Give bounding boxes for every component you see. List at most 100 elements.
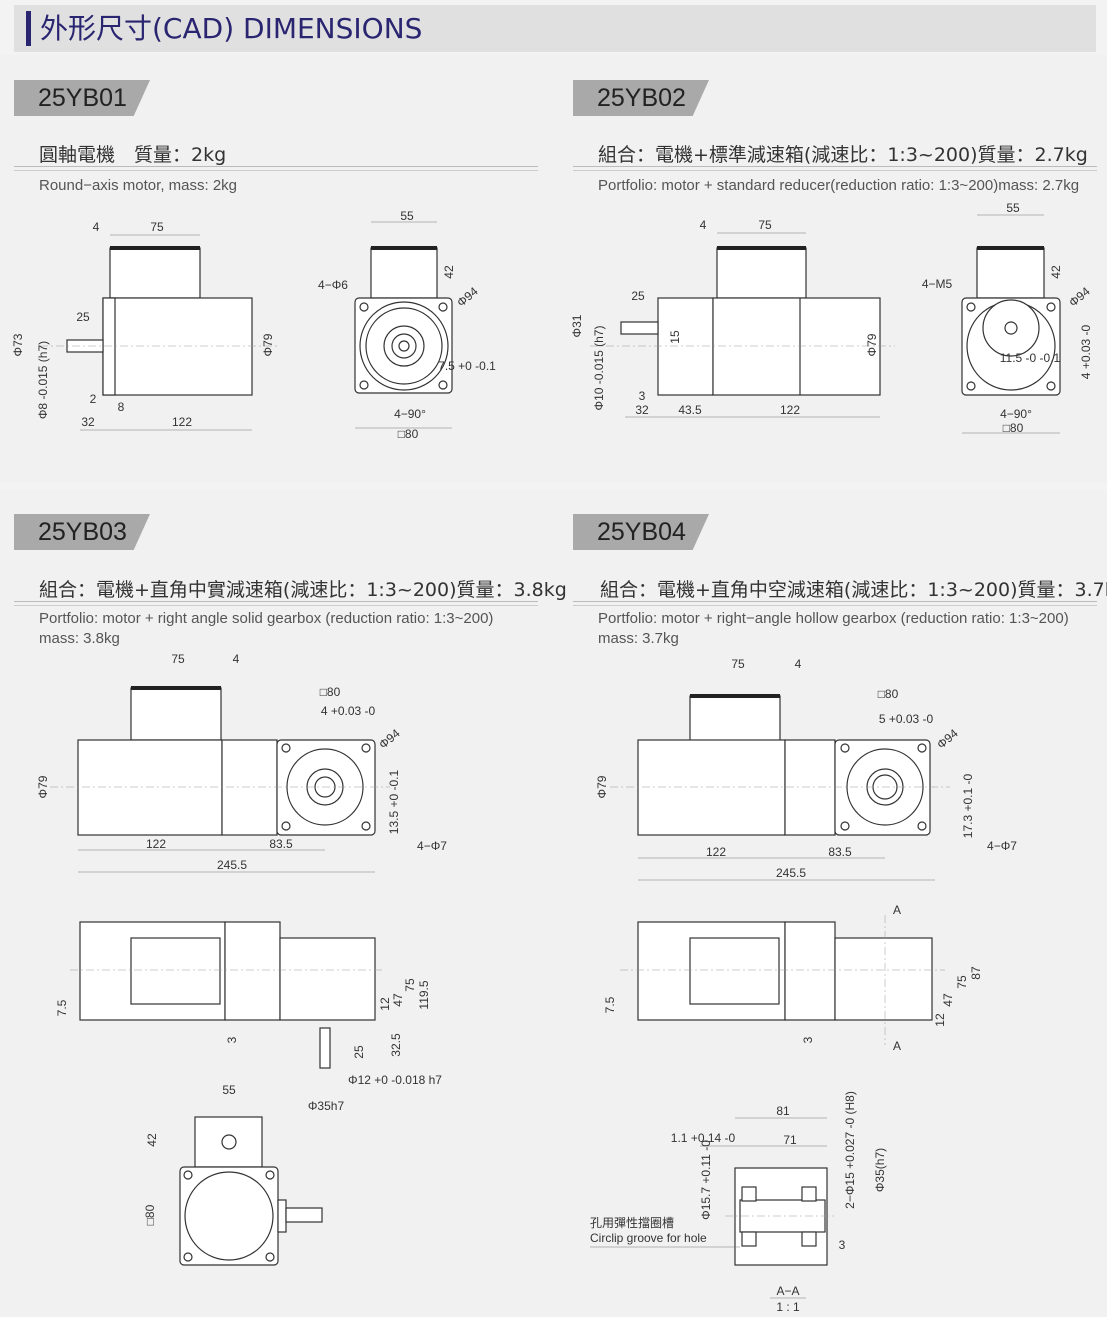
dimension-label: 15 [668,330,682,344]
dimension-label: Φ35(h7) [873,1148,887,1192]
dimension-label: 25 [352,1045,366,1059]
dimension-label: 3 [225,1036,239,1043]
dimension-label: 47 [391,993,405,1007]
model-tab-25yb01: 25YB01 [14,80,150,116]
dimension-label: Φ12 +0 -0.018 h7 [348,1073,442,1087]
divider [14,166,538,171]
dimension-label: 4−Φ7 [417,839,447,853]
dimension-label: Φ15.7 +0.11 -0 [699,1140,713,1220]
dimension-label: 47 [941,993,955,1007]
model-tab-25yb02: 25YB02 [573,80,709,116]
dimension-label: 25 [76,310,90,324]
yb02-side-view [590,232,895,418]
dimension-label: Φ79 [36,775,50,798]
dimension-label: □80 [320,685,341,699]
dimension-label: Φ35h7 [308,1099,345,1113]
yb01-side-view [40,234,280,431]
dimension-label: Φ31 [570,314,584,337]
yb02-front-view [961,214,1061,434]
model-title-zh: 組合：電機+直角中實減速箱(減速比：1:3~200)質量：3.8kg [39,579,567,601]
dimension-label: 42 [442,265,456,279]
dimension-label: 1.1 +0.14 -0 [671,1131,736,1145]
dimension-label: 3 [639,389,646,403]
model-desc-en: Portfolio: motor + standard reducer(redu… [598,177,1080,194]
dimension-label: Φ10 -0.015 (h7) [592,326,606,411]
model-desc-en-mass: mass: 3.7kg [598,630,679,647]
dimension-label: 83.5 [828,845,852,859]
model-title-zh: 圓軸電機 質量：2kg [39,144,227,166]
divider [573,166,1097,171]
dimension-label: 119.5 [417,980,431,1009]
dimension-label: 4−90° [1000,407,1032,421]
dimension-label: 75 [150,220,164,234]
dimension-label: 4 [795,657,802,671]
dimension-label: 55 [222,1083,236,1097]
dimension-label: 122 [706,845,726,859]
dimension-label: 17.3 +0.1 -0 [961,773,975,838]
dimension-label: A [893,1039,901,1053]
dimension-label: 75 [171,652,185,666]
dimension-label: 1 : 1 [776,1300,800,1314]
dimension-label: 75 [758,218,772,232]
dimension-label: 2−Φ15 +0.027 -0 (H8) [843,1091,857,1209]
dimension-label: 87 [969,966,983,980]
dimension-label: Φ79 [261,333,275,356]
dimension-label: Φ94 [376,726,403,752]
model-desc-en: Portfolio: motor + right−angle hollow ge… [598,610,1069,627]
dimension-label: 4−Φ6 [318,278,348,292]
dimension-label: 11.5 -0 -0.1 [1000,351,1061,365]
yb03-top-view [50,686,390,873]
dimension-label: □80 [398,427,419,441]
dimension-label: 2 [90,392,97,406]
dimension-label: A [893,903,901,917]
page-title: 外形尺寸(CAD) DIMENSIONS [40,12,423,45]
yb04-top-view [610,694,950,881]
dimension-label: A−A [776,1284,799,1298]
dimension-label: Φ8 -0.015 (h7) [36,341,50,419]
dimension-label: 75 [955,975,969,989]
dimension-label: Circlip groove for hole [590,1231,707,1245]
section-header: 外形尺寸(CAD) DIMENSIONS [14,5,1096,52]
dimension-label: 孔用彈性擋圈槽 [590,1216,674,1230]
dimension-label: □80 [1003,421,1024,435]
model-title-zh: 組合：電機+標準減速箱(減速比：1:3~200)質量：2.7kg [598,144,1088,166]
dimension-label: 7.5 [603,996,617,1013]
dimension-label: 75 [403,978,417,992]
dimension-label: 7.5 [55,999,69,1016]
dimension-label: 32.5 [389,1033,403,1057]
dimension-label: 5 +0.03 -0 [879,712,934,726]
yb04-section-aa [590,1117,835,1299]
dimension-label: Φ94 [934,726,961,752]
dimension-label: 55 [1006,201,1020,215]
dimension-label: 122 [172,415,192,429]
dimension-label: 71 [783,1133,797,1147]
yb04-side-view [620,915,945,1045]
dimension-label: 4 [93,220,100,234]
yb03-end-view [179,1116,323,1266]
dimension-label: 43.5 [678,403,702,417]
dimension-label: 8 [118,400,125,414]
dimension-label: 83.5 [269,837,293,851]
model-desc-en: Round−axis motor, mass: 2kg [39,177,238,194]
dimension-label: 122 [146,837,166,851]
model-title-zh: 組合：電機+直角中空減速箱(減速比：1:3~200)質量：3.7kg [600,579,1107,601]
dimension-label: 32 [81,415,95,429]
dimension-label: 4−90° [394,407,426,421]
divider [14,601,538,606]
dimension-label: 4 +0.03 -0 [1079,324,1093,379]
dimension-label: 3 [801,1036,815,1043]
dimension-label: □80 [878,687,899,701]
model-desc-en-mass: mass: 3.8kg [39,630,120,647]
dimension-label: 245.5 [776,866,806,880]
dimension-label: Φ94 [454,284,481,310]
dimension-label: 32 [635,403,649,417]
dimension-label: 4−M5 [922,277,953,291]
yb01-front-view [354,221,453,429]
dimension-label: 245.5 [217,858,247,872]
divider [573,601,1097,606]
dimension-label: 4−Φ7 [987,839,1017,853]
dimension-label: 12 [933,1013,947,1027]
dimension-label: 75 [731,657,745,671]
yb03-side-view [70,921,385,1069]
